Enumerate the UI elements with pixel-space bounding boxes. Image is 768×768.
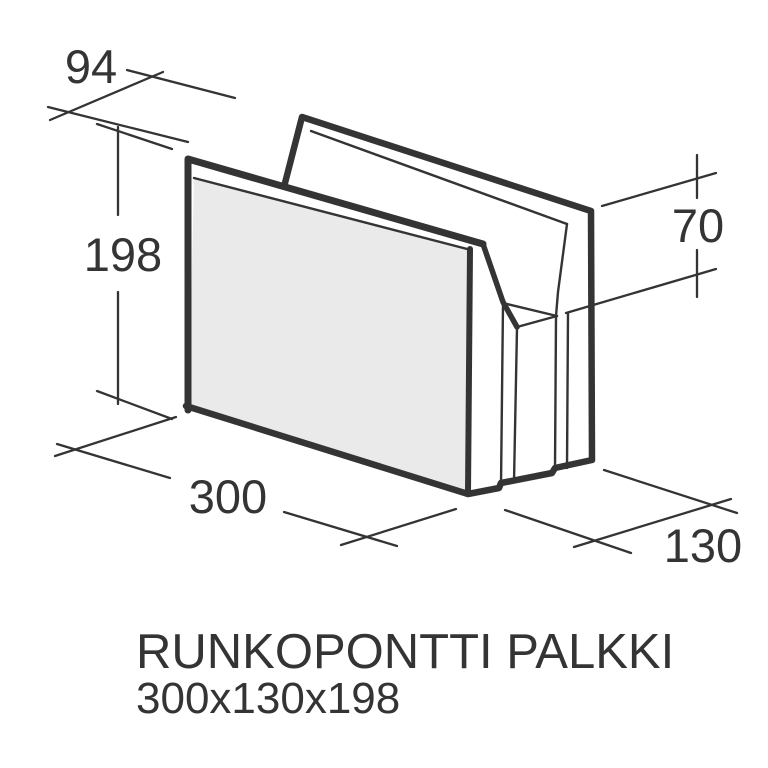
product-name-caption: RUNKOPONTTI PALKKI — [136, 625, 674, 679]
dimension-notch-depth — [564, 153, 718, 315]
dimension-label-top-width: 94 — [65, 40, 117, 93]
extension-line — [46, 105, 190, 144]
front-wall-inner-top-edge — [192, 176, 473, 252]
dimension-height — [95, 122, 174, 421]
notch-right-slant-edge — [554, 222, 569, 318]
block-front-face — [189, 178, 471, 492]
dimension-line — [572, 497, 733, 549]
notch-left-slant-edge — [480, 241, 520, 330]
dimension-top-width — [46, 68, 237, 144]
dimension-length — [53, 415, 458, 548]
dimension-label-width: 130 — [664, 519, 742, 572]
extension-line — [503, 508, 633, 555]
extension-line — [600, 171, 718, 208]
dimension-line — [282, 510, 399, 548]
block-inner-edges — [192, 129, 570, 487]
extension-line — [95, 389, 174, 421]
extension-line — [53, 415, 178, 458]
dimension-label-height: 198 — [84, 228, 162, 281]
dimension-line — [48, 70, 165, 122]
extension-line — [125, 68, 237, 100]
back-wall-inner-top-edge — [309, 129, 569, 226]
dimension-label-length: 300 — [189, 470, 267, 523]
front-left-and-top-edge — [184, 155, 487, 414]
dimension-width — [503, 468, 739, 555]
groove-ledge-top-edge — [501, 301, 559, 318]
groove-ledge-bottom-edge — [515, 314, 559, 329]
extension-line — [564, 267, 718, 315]
extension-line — [602, 468, 739, 515]
groove-vertical-edge-front — [499, 302, 505, 487]
back-wall-inner-vertical-edge — [553, 315, 558, 471]
block-outer-edges — [182, 113, 596, 498]
extension-line — [339, 507, 458, 547]
back-wall-groove-vertical-edge — [565, 311, 570, 470]
front-face-right-edge — [465, 246, 473, 496]
groove-vertical-edge-mid — [512, 326, 519, 484]
product-size-caption: 300x130x198 — [136, 674, 400, 723]
extension-line — [95, 122, 174, 151]
block — [182, 113, 596, 498]
bottom-right-and-back-edges — [182, 113, 596, 498]
dimension-label-notch-depth: 70 — [672, 199, 724, 252]
